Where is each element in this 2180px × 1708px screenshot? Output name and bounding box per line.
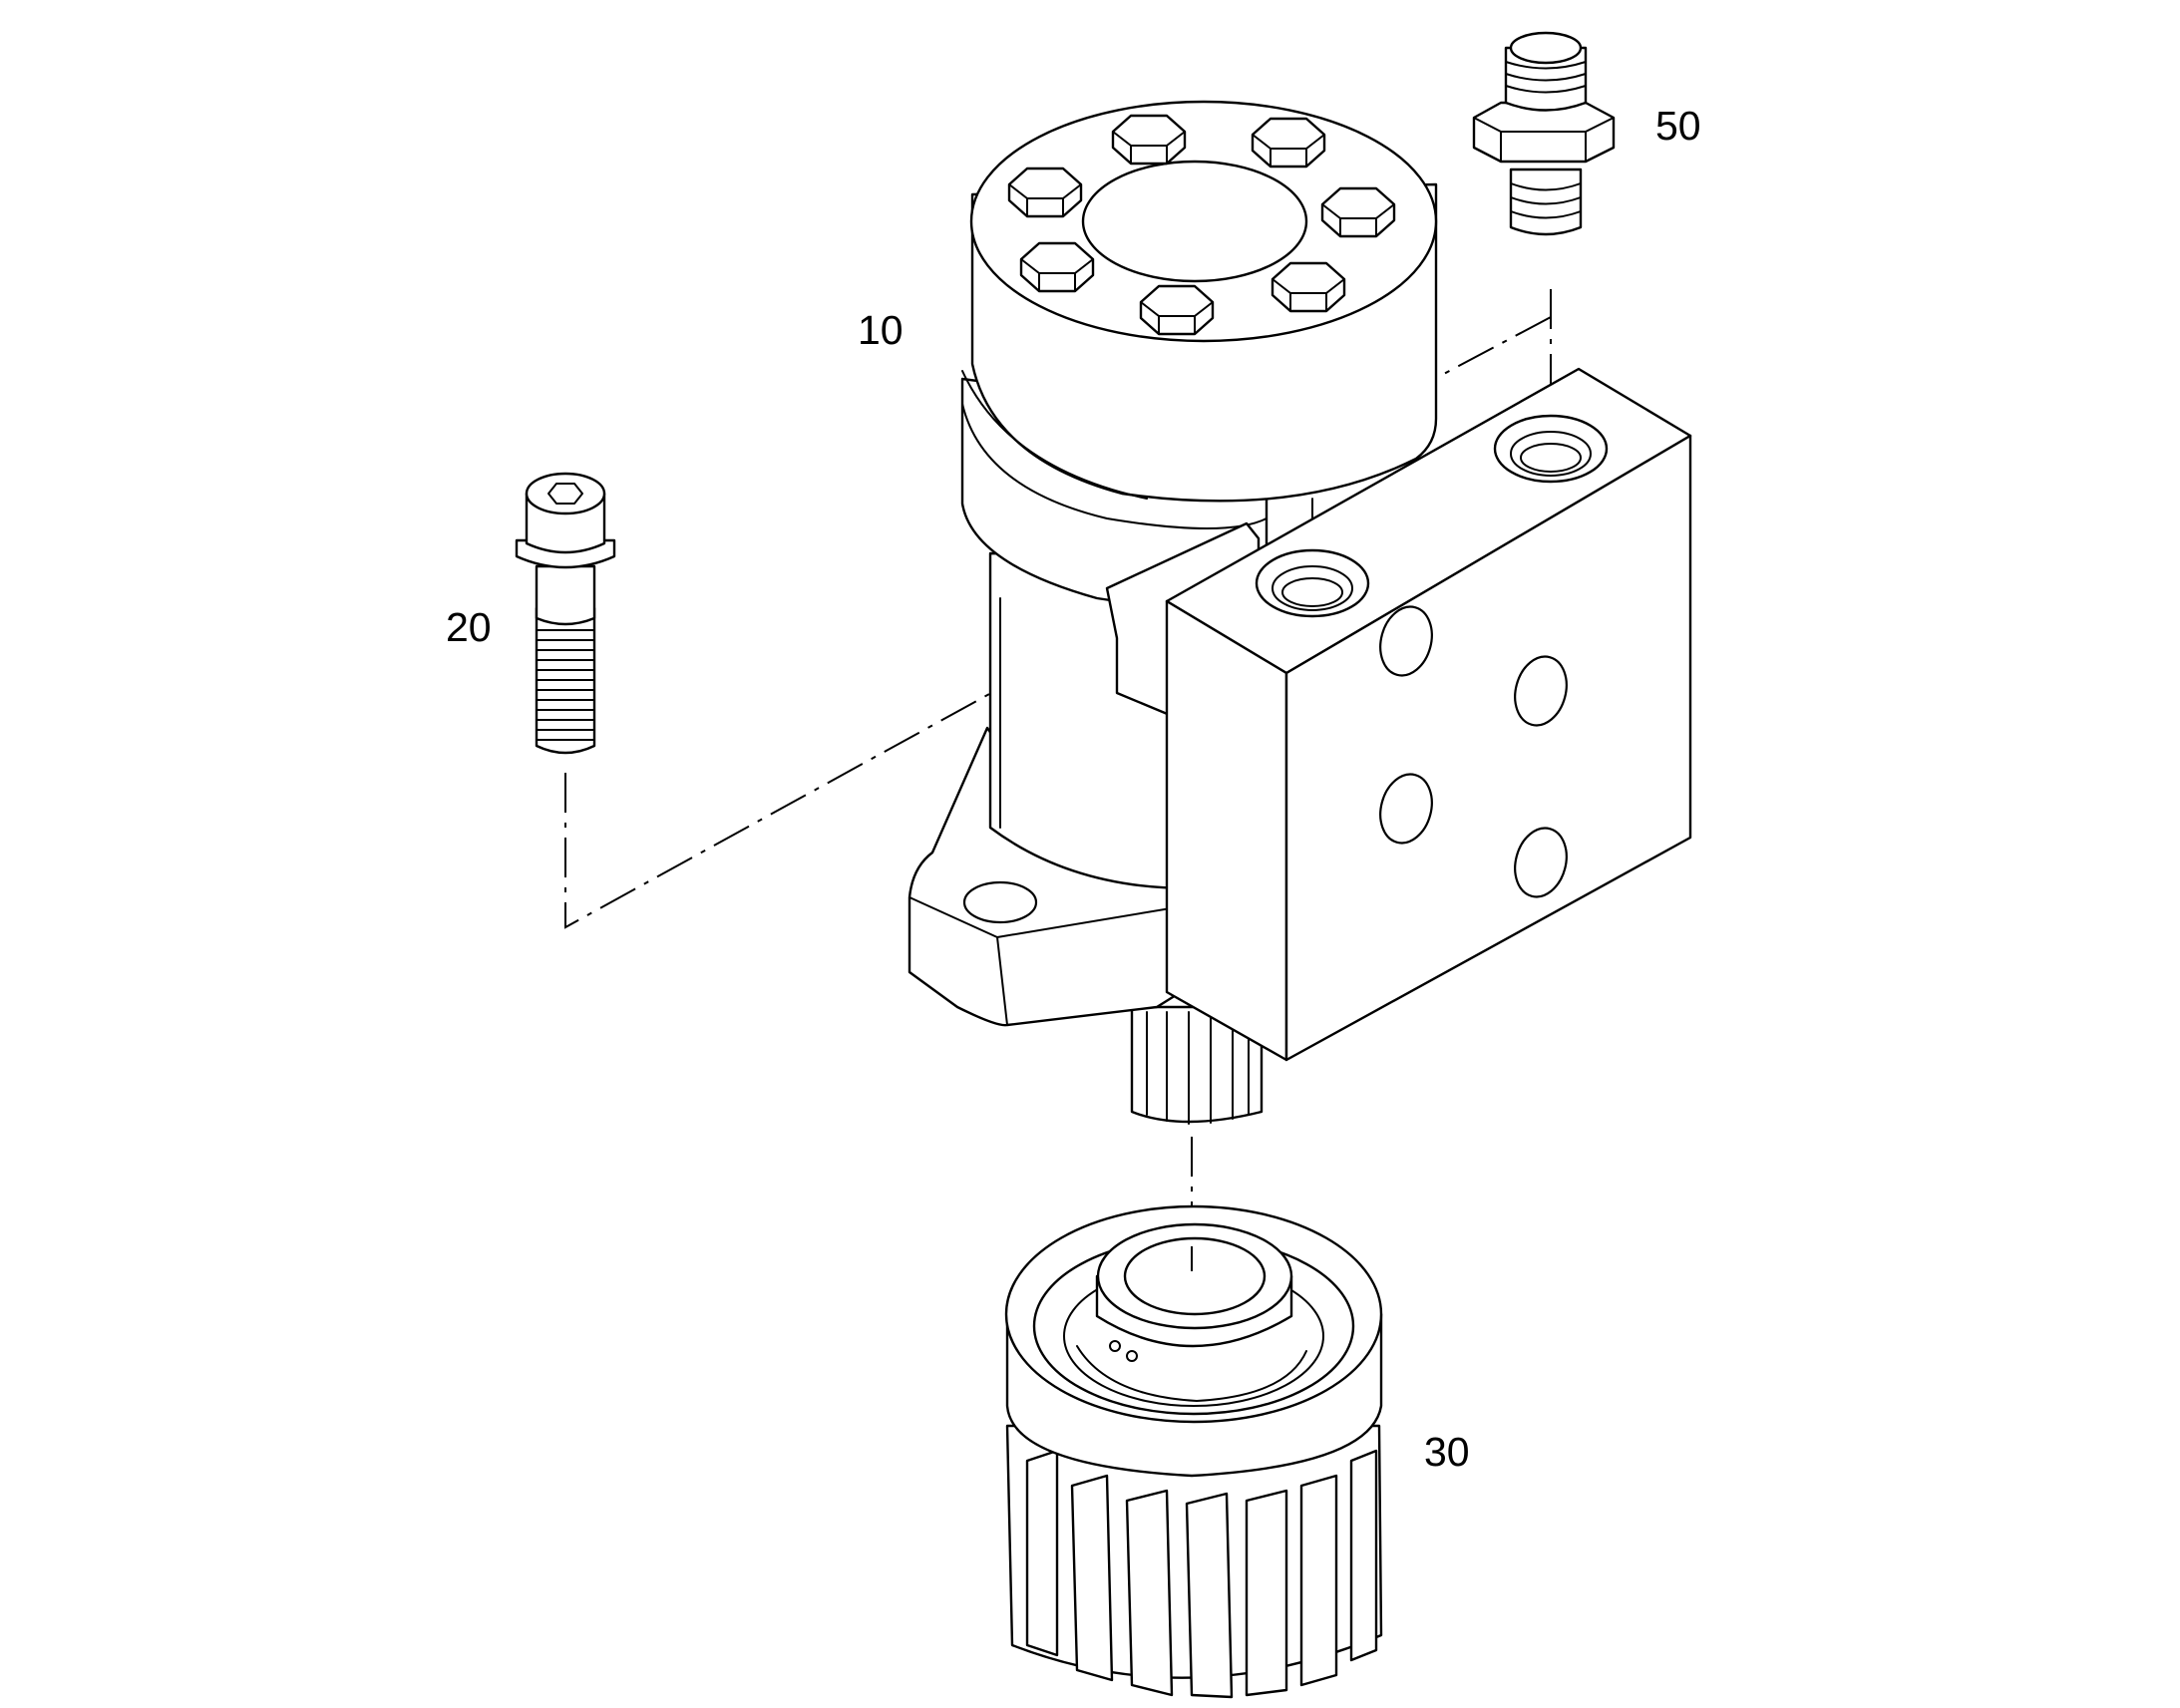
callout-label-20: 20 [446, 604, 492, 650]
cover-bolt-3 [1007, 167, 1083, 218]
cover-bolt-7 [1271, 261, 1346, 313]
cover-bolt-1 [1111, 114, 1187, 166]
flange-mounting-hole [962, 880, 1038, 924]
gear-teeth [1025, 1449, 1378, 1699]
socket-head-bolt [515, 472, 616, 755]
valve-block-hole-3 [1379, 773, 1433, 845]
cover-bolt-5 [1019, 241, 1095, 293]
gear-bore [1123, 1236, 1267, 1316]
callout-labels: 10 20 30 50 [446, 103, 1701, 1475]
hydraulic-fitting [1472, 31, 1616, 236]
valve-block-port-b [1493, 414, 1609, 484]
retaining-ring [1076, 1345, 1307, 1402]
callout-label-10: 10 [858, 307, 904, 353]
cover-bolt-4 [1320, 186, 1396, 238]
callout-label-50: 50 [1655, 103, 1701, 149]
cover-center-plug [1081, 160, 1308, 283]
cover-bolt-2 [1251, 117, 1326, 169]
pinion-gear-with-bearing [1004, 1204, 1383, 1699]
valve-block-hole-2 [1514, 655, 1568, 727]
valve-block-hole-1 [1379, 605, 1433, 677]
callout-label-30: 30 [1424, 1429, 1470, 1475]
cover-bolts [1007, 114, 1396, 336]
valve-block [1105, 367, 1692, 1062]
hydraulic-motor [908, 100, 1692, 1125]
cover-bolt-6 [1139, 284, 1215, 336]
output-shaft [1130, 1005, 1264, 1125]
valve-block-hole-4 [1514, 827, 1568, 898]
valve-block-front-face [1165, 599, 1288, 1062]
valve-block-port-a [1255, 548, 1370, 618]
valve-block-side-face [1284, 434, 1692, 1062]
